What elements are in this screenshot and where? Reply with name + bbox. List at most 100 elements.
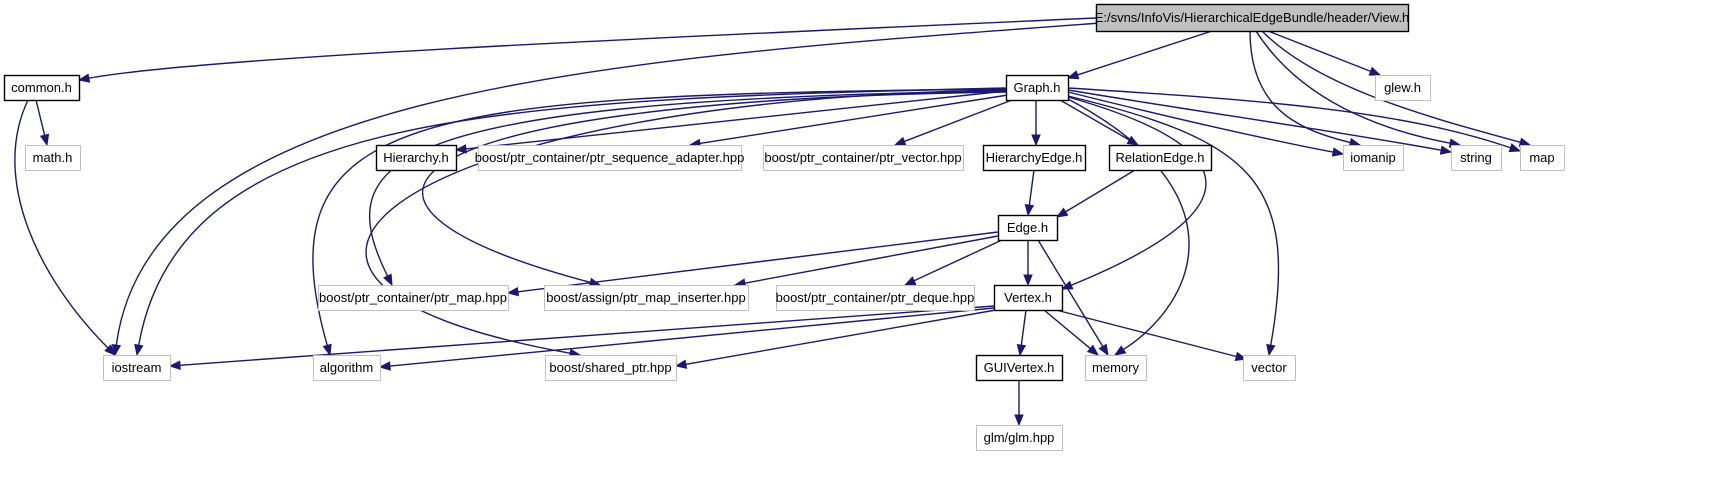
node-glew-h: glew.h <box>1375 75 1431 101</box>
node-vector: vector <box>1243 355 1296 381</box>
node-label: HierarchyEdge.h <box>986 150 1083 165</box>
node-glm-hpp: glm/glm.hpp <box>976 425 1063 451</box>
edge-edge-h-to-vertex-h <box>1023 240 1033 287</box>
edge-line <box>1255 30 1451 144</box>
edge-graph-h-to-memory <box>1067 98 1190 356</box>
edge-arrowhead <box>39 133 50 147</box>
edge-line <box>685 309 997 365</box>
node-hierarchyedge-h[interactable]: HierarchyEdge.h <box>982 144 1087 172</box>
edge-view-h-to-iomanip <box>1249 30 1362 148</box>
node-algorithm: algorithm <box>313 355 381 381</box>
edge-line <box>1043 309 1091 350</box>
edge-line <box>1249 30 1351 144</box>
edge-arrowhead <box>1016 343 1027 357</box>
edge-graph-h-to-iomanip <box>1067 91 1345 157</box>
node-label: string <box>1460 150 1492 165</box>
node-view-h[interactable]: E:/svns/InfoVis/HierarchicalEdgeBundle/h… <box>1095 3 1410 33</box>
edge-graph-h-to-iostream <box>134 87 1007 357</box>
edge-arrowhead <box>104 344 116 356</box>
node-box <box>993 284 1064 312</box>
node-ptr-deque: boost/ptr_container/ptr_deque.hpp <box>776 285 975 311</box>
edge-edge-h-to-ptr-map-inserter <box>733 235 999 288</box>
node-guivertex-h[interactable]: GUIVertex.h <box>975 354 1064 382</box>
edge-line <box>517 231 999 293</box>
edge-edge-h-to-ptr-map <box>506 231 999 297</box>
node-hierarchy-h[interactable]: Hierarchy.h <box>375 144 458 172</box>
edge-graph-h-to-hierarchyedge-h <box>1031 100 1041 147</box>
node-common-h[interactable]: common.h <box>3 74 81 102</box>
edge-arrowhead <box>1023 274 1033 287</box>
node-ptr-vector: boost/ptr_container/ptr_vector.hpp <box>763 145 964 171</box>
node-box <box>1451 145 1502 171</box>
edge-line <box>138 87 1007 346</box>
edge-graph-h-to-ptr-map-inserter <box>421 91 1007 287</box>
node-string: string <box>1451 145 1502 171</box>
edge-line <box>1028 169 1035 206</box>
edge-hierarchyedge-h-to-edge-h <box>1024 169 1035 217</box>
node-box <box>982 144 1087 172</box>
edge-arrowhead <box>77 73 91 83</box>
edge-arrowhead <box>111 343 122 357</box>
edge-common-h-to-iostream <box>14 99 116 356</box>
node-edge-h[interactable]: Edge.h <box>997 214 1059 242</box>
edge-line <box>1067 91 1334 153</box>
node-label: glew.h <box>1384 80 1421 95</box>
node-box <box>318 285 509 311</box>
node-label: glm/glm.hpp <box>984 430 1055 445</box>
edge-graph-h-to-ptr-map <box>369 90 1007 287</box>
node-ptr-map: boost/ptr_container/ptr_map.hpp <box>318 285 509 311</box>
node-iomanip: iomanip <box>1343 145 1404 171</box>
edge-graph-h-to-algorithm <box>312 88 1007 357</box>
node-ptr-map-inserter: boost/assign/ptr_map_inserter.hpp <box>544 285 749 311</box>
node-box <box>103 355 171 381</box>
edge-arrowhead <box>1331 147 1345 157</box>
node-box <box>375 144 458 172</box>
edge-edge-h-to-ptr-deque <box>903 239 1003 286</box>
node-label: iostream <box>112 360 162 375</box>
edge-line <box>1055 309 1237 358</box>
node-label: vector <box>1251 360 1287 375</box>
edge-line <box>312 88 1007 346</box>
node-vertex-h[interactable]: Vertex.h <box>993 284 1064 312</box>
node-label: boost/assign/ptr_map_inserter.hpp <box>546 290 745 305</box>
node-shared-ptr: boost/shared_ptr.hpp <box>545 355 677 381</box>
edge-line <box>904 99 1013 143</box>
edge-line <box>421 91 1007 284</box>
node-box <box>1520 145 1565 171</box>
node-map: map <box>1520 145 1565 171</box>
edge-graph-h-to-shared-ptr <box>365 89 1007 358</box>
edge-line <box>1067 98 1190 351</box>
node-box <box>1375 75 1431 101</box>
edge-arrowhead <box>322 343 332 357</box>
edge-line <box>744 235 999 284</box>
edge-graph-h-to-string <box>1067 89 1453 155</box>
edges-layer <box>14 17 1532 427</box>
edge-arrowhead <box>903 276 917 286</box>
node-label: Graph.h <box>1014 80 1061 95</box>
node-box <box>544 285 749 311</box>
edge-arrowhead <box>1113 345 1127 356</box>
node-memory: memory <box>1085 355 1147 381</box>
edge-graph-h-to-vector <box>1067 95 1280 357</box>
node-box <box>3 74 81 102</box>
edge-vertex-h-to-vector <box>1055 309 1248 361</box>
edge-line <box>365 89 1007 354</box>
node-label: E:/svns/InfoVis/HierarchicalEdgeBundle/h… <box>1095 10 1410 25</box>
node-box <box>997 214 1059 242</box>
node-math-h: math.h <box>25 145 81 171</box>
edge-arrowhead <box>1508 143 1522 153</box>
node-relationedge-h[interactable]: RelationEdge.h <box>1108 144 1213 172</box>
edge-line <box>389 307 995 367</box>
node-graph-h[interactable]: Graph.h <box>1005 74 1070 102</box>
edge-graph-h-to-relationedge-h <box>1059 99 1140 146</box>
edge-line <box>1020 309 1027 346</box>
node-box <box>313 355 381 381</box>
edge-arrowhead <box>1066 70 1080 80</box>
node-box <box>976 425 1063 451</box>
node-box <box>1108 144 1213 172</box>
edge-arrowhead <box>1014 414 1024 427</box>
edge-arrowhead <box>383 273 393 287</box>
node-label: memory <box>1092 360 1139 375</box>
node-box <box>25 145 81 171</box>
